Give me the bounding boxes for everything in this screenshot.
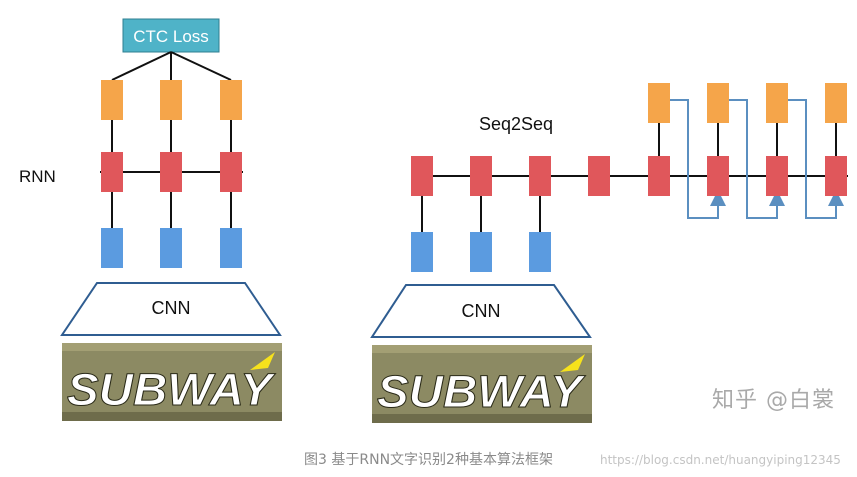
seq2seq-cnn-trapezoid (370, 284, 592, 338)
ctc-output-node (160, 80, 182, 120)
seq2seq-title: Seq2Seq (479, 114, 553, 134)
ctc-subway-text: SUBWAY (67, 364, 276, 415)
seq2seq-input-node (470, 232, 492, 272)
seq2seq-input-node (529, 232, 551, 272)
seq2seq-cnn-label: CNN (462, 301, 501, 321)
seq2seq-feedback-lines (670, 99, 844, 219)
seq2seq-output-node (648, 83, 670, 123)
seq2seq-decoder-node (648, 156, 670, 196)
ctc-input-node (220, 228, 242, 268)
zhihu-watermark: 知乎 @白裳 (712, 388, 835, 413)
seq2seq-input-node (411, 232, 433, 272)
ctc-input-node (101, 228, 123, 268)
ctc-cnn-trapezoid (60, 282, 282, 336)
seq2seq-diagram: Seq2Seq (370, 83, 848, 423)
seq2seq-output-node (766, 83, 788, 123)
seq2seq-decoder-node (707, 156, 729, 196)
rnn-label: RNN (19, 167, 56, 186)
ctc-output-node (101, 80, 123, 120)
url-watermark: https://blog.csdn.net/huangyiping12345 (600, 453, 841, 467)
seq2seq-decoder-node (766, 156, 788, 196)
ctc-loss-box (122, 18, 220, 53)
ctc-rnn-node (220, 152, 242, 192)
seq2seq-encoder-node (411, 156, 433, 196)
seq2seq-context-node (588, 156, 610, 196)
ctc-input-node (160, 228, 182, 268)
ctc-rnn-node (101, 152, 123, 192)
ctc-loss-label: CTC Loss (133, 27, 209, 46)
seq2seq-decoder-node (825, 156, 847, 196)
seq2seq-output-node (707, 83, 729, 123)
ctc-rnn-node (160, 152, 182, 192)
seq2seq-output-node (825, 83, 847, 123)
ctc-cnn-label: CNN (152, 298, 191, 318)
seq2seq-encoder-node (470, 156, 492, 196)
ctc-diagram: CTC Loss RNN CNN (19, 18, 282, 421)
seq2seq-encoder-node (529, 156, 551, 196)
seq2seq-subway-image: SUBWAY (372, 345, 592, 423)
seq2seq-subway-text: SUBWAY (377, 366, 586, 417)
figure-caption: 图3 基于RNN文字识别2种基本算法框架 (304, 452, 553, 468)
ctc-subway-image: SUBWAY (62, 343, 282, 421)
ctc-fan-lines (111, 51, 232, 81)
ctc-output-node (220, 80, 242, 120)
